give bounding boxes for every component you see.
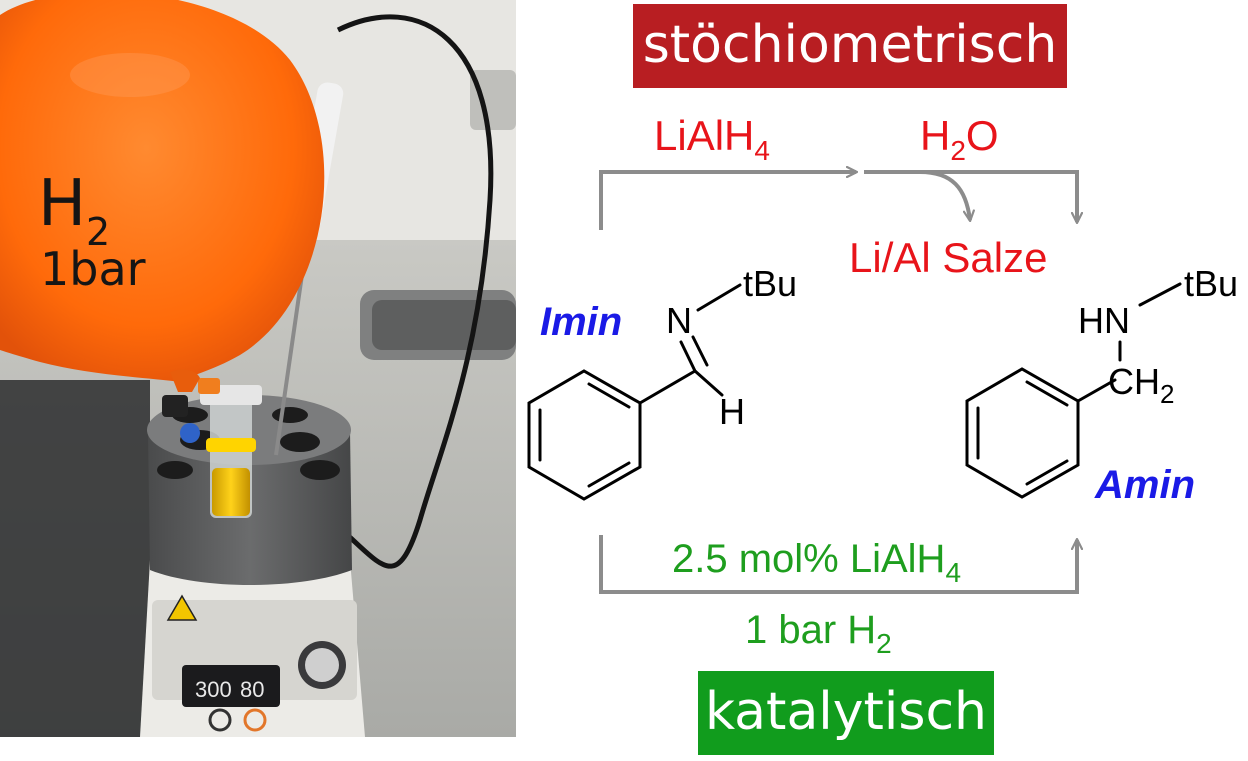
imine-c-n-bond-2 <box>691 335 709 367</box>
stirrer-plate-icon: 300 80 <box>140 560 365 737</box>
imine-tbu-group: tBu <box>743 263 797 304</box>
balloon-label-pressure: 1bar <box>40 242 146 296</box>
top-water-sub: 2 <box>950 135 966 166</box>
amine-benzene-ring <box>965 367 1080 499</box>
imine-structure <box>527 283 742 501</box>
bottom-catalyst-sub: 4 <box>945 557 961 588</box>
top-water-main: H <box>920 112 950 159</box>
probe-cable <box>328 14 494 569</box>
top-water-label: H2O <box>920 112 999 166</box>
imine-h-atom: H <box>719 391 745 432</box>
amine-tbu-group: tBu <box>1184 263 1238 304</box>
amine-n-tbu-bond <box>1138 282 1182 307</box>
amine-ch-sub: 2 <box>1160 379 1174 409</box>
imine-benzene-ring <box>527 369 642 501</box>
display-left-value: 300 <box>195 677 232 702</box>
amine-name-label: Amin <box>1094 463 1195 507</box>
amine-ch2-group: CH2 <box>1108 361 1174 409</box>
stoichiometric-banner: stöchiometrisch <box>633 4 1067 88</box>
wall-plug <box>470 70 516 130</box>
balloon-label-h: H <box>38 167 86 241</box>
top-arrow-reduction <box>599 172 856 230</box>
balloon-label-sub: 2 <box>86 210 110 254</box>
bottom-arrow-catalytic <box>599 535 1077 594</box>
imine-c-h-bond <box>693 369 724 397</box>
catalytic-banner-text: katalytisch <box>705 682 987 742</box>
amine-ring-double-2 <box>1025 459 1069 486</box>
bottom-pressure-sub: 2 <box>876 628 892 659</box>
catalytic-banner: katalytisch <box>698 671 994 755</box>
display-right-value: 80 <box>240 677 264 702</box>
warning-icon <box>166 594 198 621</box>
top-reagent-main: LiAlH <box>654 112 754 159</box>
amine-ring-double-3 <box>1025 380 1069 407</box>
amine-structure <box>965 282 1182 499</box>
left-shadow <box>0 380 150 737</box>
byproduct-label: Li/Al Salze <box>849 234 1047 281</box>
imine-n-atom: N <box>666 300 692 341</box>
lab-photo: 300 80 <box>0 0 516 737</box>
bottom-catalyst-label: 2.5 mol% LiAlH4 <box>672 537 961 588</box>
byproduct-arrow <box>919 170 970 220</box>
imine-ring-double-2 <box>587 461 631 488</box>
imine-c-n-bond-1 <box>679 340 697 373</box>
bottom-pressure-main: 1 bar H <box>745 608 876 652</box>
heat-button-icon <box>243 708 267 732</box>
top-water-tail: O <box>966 112 999 159</box>
power-button-icon <box>208 708 232 732</box>
imine-n-tbu-bond <box>696 283 742 312</box>
imine-c-ring-bond <box>638 369 697 405</box>
amine-ch2-ring-bond <box>1076 378 1117 403</box>
sink-inner <box>372 300 516 350</box>
imine-ring-double-3 <box>587 382 631 409</box>
amine-hn-atom: HN <box>1078 300 1130 341</box>
vial-icon <box>162 378 262 518</box>
display-panel <box>182 665 280 707</box>
top-reagent-label: LiAlH4 <box>654 112 770 166</box>
imine-name-label: Imin <box>540 300 622 344</box>
bottom-pressure-label: 1 bar H2 <box>745 608 892 659</box>
bottom-catalyst-main: 2.5 mol% LiAlH <box>672 537 945 581</box>
balloon-icon <box>0 0 325 392</box>
top-reagent-sub: 4 <box>754 135 770 166</box>
stoichiometric-banner-text: stöchiometrisch <box>643 15 1058 75</box>
amine-ch-main: CH <box>1108 361 1160 402</box>
